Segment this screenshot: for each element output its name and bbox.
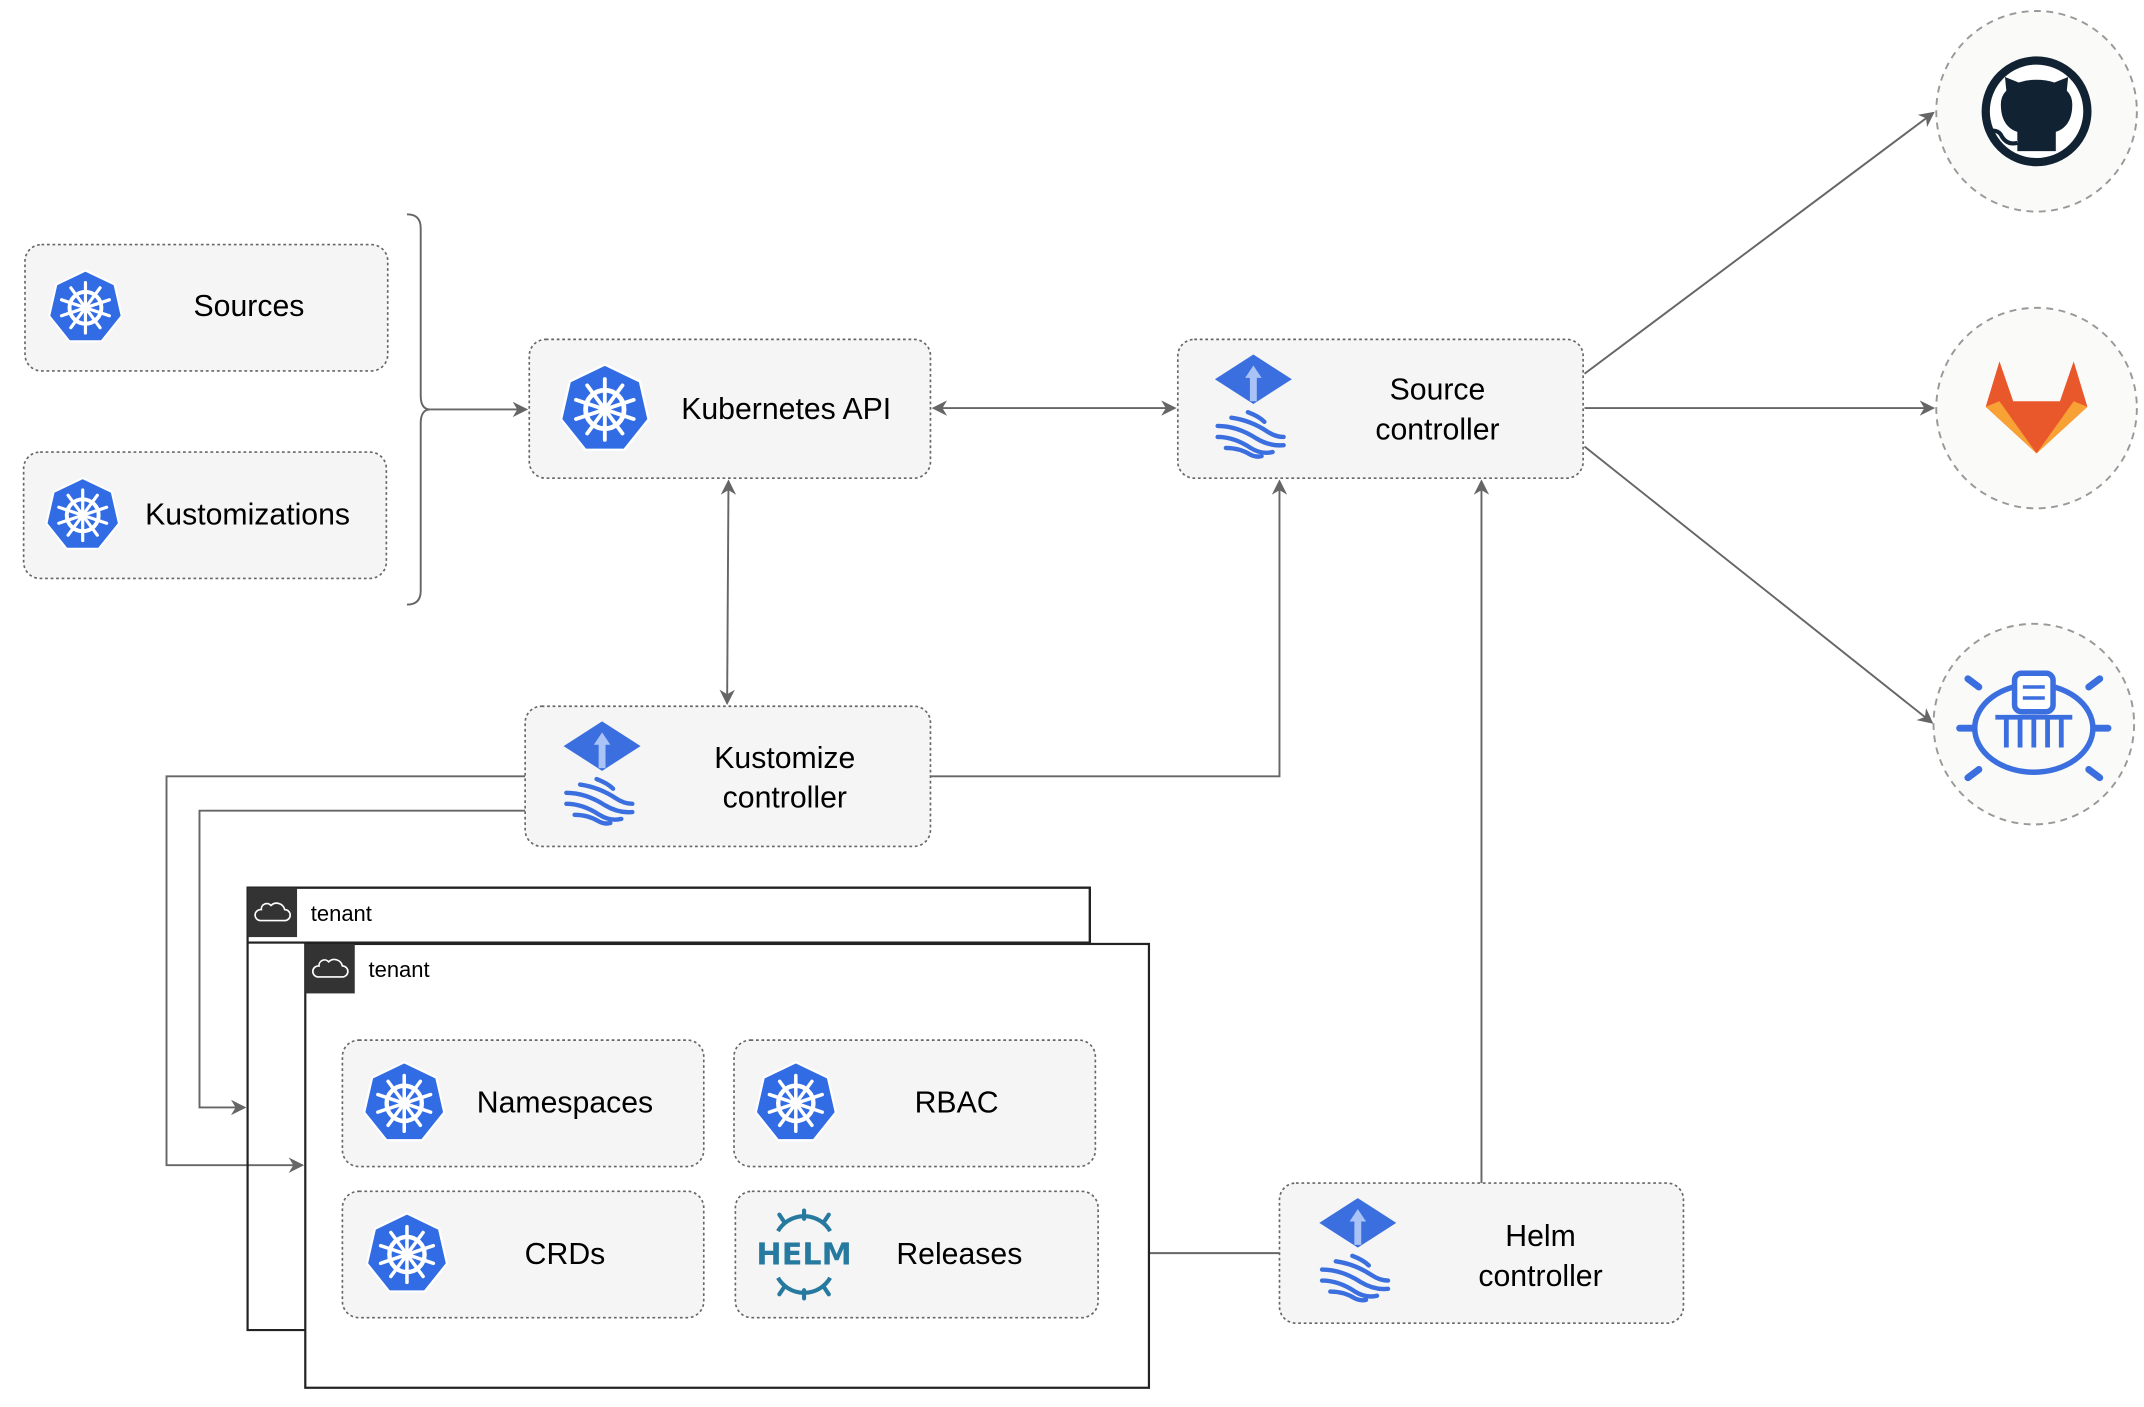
helm-repository-icon	[1956, 670, 2112, 782]
crds-label: CRDs	[525, 1238, 606, 1271]
kubernetes-api-label: Kubernetes API	[681, 393, 891, 426]
node-source-controller: Source controller	[1176, 338, 1584, 479]
helm-controller-label-2: controller	[1478, 1260, 1602, 1293]
edge-kustomize-to-tenant-front	[165, 775, 526, 1173]
node-helm-controller: Helm controller	[1278, 1182, 1685, 1325]
edge-source-to-github	[1583, 111, 1935, 375]
tenant-label: tenant	[369, 957, 430, 982]
edge-source-to-helm-repo	[1583, 445, 1934, 724]
node-sources: Sources	[24, 243, 389, 372]
helm-repository	[1932, 622, 2136, 826]
node-kustomize-controller: Kustomize controller	[524, 705, 932, 848]
namespaces-label: Namespaces	[477, 1087, 653, 1120]
node-kustomizations: Kustomizations	[22, 451, 388, 580]
gitlab-repository	[1935, 306, 2138, 510]
edge-api-kustomize-controller	[719, 479, 737, 706]
tenant-label: tenant	[311, 901, 372, 926]
tenant-back: tenant	[246, 886, 1091, 1332]
kustomize-controller-label-2: controller	[723, 782, 847, 815]
helm-icon: HELM	[756, 1208, 852, 1301]
sources-label: Sources	[194, 290, 305, 323]
helm-controller-label-1: Helm	[1505, 1220, 1576, 1253]
github-repository	[1935, 10, 2138, 213]
releases-label: Releases	[896, 1238, 1022, 1271]
node-namespaces: Namespaces	[341, 1039, 705, 1168]
node-releases: HELM Releases	[734, 1190, 1099, 1319]
helm-logo-text: HELM	[756, 1237, 851, 1272]
source-controller-label-2: controller	[1375, 413, 1499, 446]
source-controller-label-1: Source	[1390, 374, 1486, 407]
cloud-icon	[254, 902, 291, 922]
edge-kustomize-to-tenant-back	[198, 809, 526, 1116]
github-icon	[1981, 56, 2092, 167]
edge-kustomize-to-source	[930, 479, 1288, 778]
rbac-label: RBAC	[915, 1087, 999, 1120]
grouping-brace	[406, 213, 431, 606]
node-rbac: RBAC	[733, 1039, 1097, 1168]
tenant-front: tenant Namespaces RBAC CRDs HELM	[304, 942, 1151, 1389]
gitlab-icon	[1985, 361, 2088, 454]
node-crds: CRDs	[341, 1190, 705, 1319]
node-kubernetes-api: Kubernetes API	[528, 338, 932, 479]
cloud-icon	[311, 958, 349, 978]
kustomizations-label: Kustomizations	[145, 499, 350, 532]
kustomize-controller-label-1: Kustomize	[714, 742, 855, 775]
